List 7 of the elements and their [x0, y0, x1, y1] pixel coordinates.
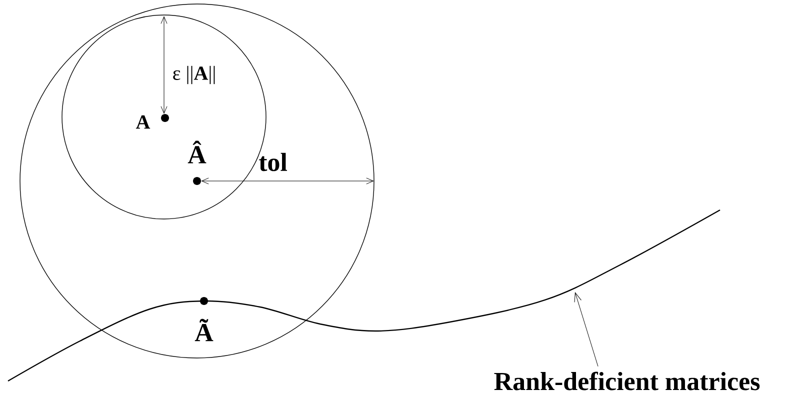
dimension-label: ε ||A|| — [173, 66, 215, 84]
point-label: A — [136, 115, 150, 129]
point-label: Ã — [194, 318, 214, 342]
dimension-label: tol — [259, 152, 287, 172]
caption-text: Rank-deficient matrices — [494, 372, 760, 390]
leader-line — [574, 292, 598, 367]
point-label: Â — [188, 140, 206, 164]
